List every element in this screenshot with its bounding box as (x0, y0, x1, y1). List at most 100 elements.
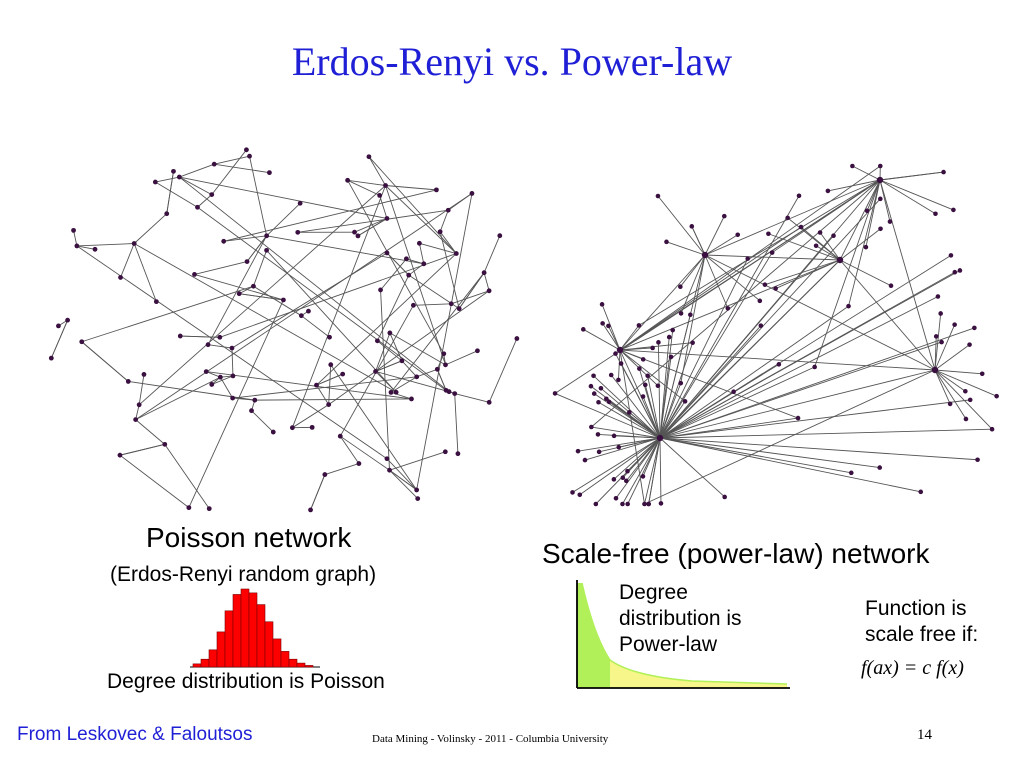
network-edge (619, 342, 693, 351)
histogram-bar (224, 610, 234, 668)
network-edge (704, 254, 841, 261)
network-node (48, 355, 54, 361)
network-node (575, 448, 581, 454)
network-node (678, 311, 684, 316)
network-edge (155, 181, 198, 208)
network-edge (764, 259, 841, 286)
network-edge (223, 235, 267, 242)
network-node (963, 416, 969, 422)
network-node (327, 334, 332, 340)
scale-free-network-graph (552, 163, 999, 507)
network-edge (659, 399, 971, 439)
network-node (209, 382, 215, 387)
network-node (888, 283, 894, 289)
network-node (298, 313, 304, 319)
network-node (247, 153, 252, 159)
network-node (434, 366, 440, 372)
network-edge (386, 458, 417, 491)
network-node (933, 334, 939, 339)
network-edge (659, 254, 706, 439)
network-node (328, 362, 334, 368)
network-node (236, 291, 242, 297)
network-node (967, 397, 973, 403)
network-node (773, 286, 778, 291)
network-edge (375, 371, 450, 393)
network-edge (164, 444, 210, 509)
network-edge (627, 259, 841, 472)
network-node (118, 275, 123, 280)
network-node (384, 456, 390, 462)
network-hub-node (836, 256, 844, 264)
network-node (404, 256, 409, 262)
network-node (604, 396, 609, 402)
network-edge (119, 443, 165, 456)
network-edge (579, 437, 661, 496)
network-edge (197, 206, 447, 391)
network-edge (659, 437, 852, 474)
network-node (863, 244, 869, 250)
network-edge (439, 231, 460, 309)
network-node (618, 361, 624, 366)
network-edge (368, 156, 457, 254)
network-edge (211, 375, 234, 385)
network-node (846, 303, 851, 309)
network-edge (593, 375, 661, 439)
network-node (967, 342, 972, 347)
network-node (322, 472, 328, 477)
network-edge (406, 258, 424, 265)
network-edge (339, 435, 360, 464)
network-edge (254, 398, 412, 401)
network-edge (76, 243, 135, 247)
network-edge (659, 437, 921, 493)
network-edge (659, 337, 670, 439)
network-edge (266, 235, 424, 265)
network-node (620, 475, 626, 481)
network-edge (328, 364, 332, 405)
network-edge (934, 369, 997, 397)
network-edge (644, 437, 661, 505)
network-edge (133, 213, 168, 244)
network-node (646, 501, 651, 507)
network-node (722, 494, 727, 500)
network-node (989, 426, 995, 432)
network-edge (232, 376, 417, 399)
histogram-bar (304, 665, 314, 668)
network-node (345, 177, 351, 183)
network-edge (572, 437, 661, 493)
network-node (795, 415, 801, 421)
network-edge (839, 179, 881, 261)
network-node (678, 284, 683, 290)
network-node (951, 207, 956, 213)
network-edge (416, 368, 438, 378)
network-node (625, 468, 630, 474)
network-node (941, 169, 946, 175)
network-edge (389, 469, 419, 499)
network-edge (620, 363, 661, 439)
network-node (812, 364, 817, 370)
network-edge (166, 171, 174, 214)
network-node (975, 457, 980, 463)
network-edge (619, 349, 661, 439)
network-edge (879, 171, 944, 181)
network-node (972, 325, 977, 331)
poisson-network-title: Poisson network (146, 522, 352, 553)
network-edge (197, 194, 213, 208)
network-node (757, 298, 763, 304)
network-node (611, 477, 617, 482)
network-node (71, 227, 76, 233)
network-node (878, 196, 883, 202)
network-edge (436, 369, 447, 391)
network-edge (577, 437, 661, 452)
network-edge (638, 179, 881, 326)
network-edge (666, 241, 706, 256)
network-node (979, 371, 985, 377)
network-node (588, 383, 594, 389)
network-edge (138, 374, 145, 405)
page-number: 14 (917, 727, 932, 743)
network-node (650, 345, 655, 351)
network-edge (879, 179, 954, 211)
network-node (664, 239, 669, 245)
network-edge (659, 437, 880, 469)
network-edge (454, 393, 459, 454)
network-edge (211, 149, 247, 195)
